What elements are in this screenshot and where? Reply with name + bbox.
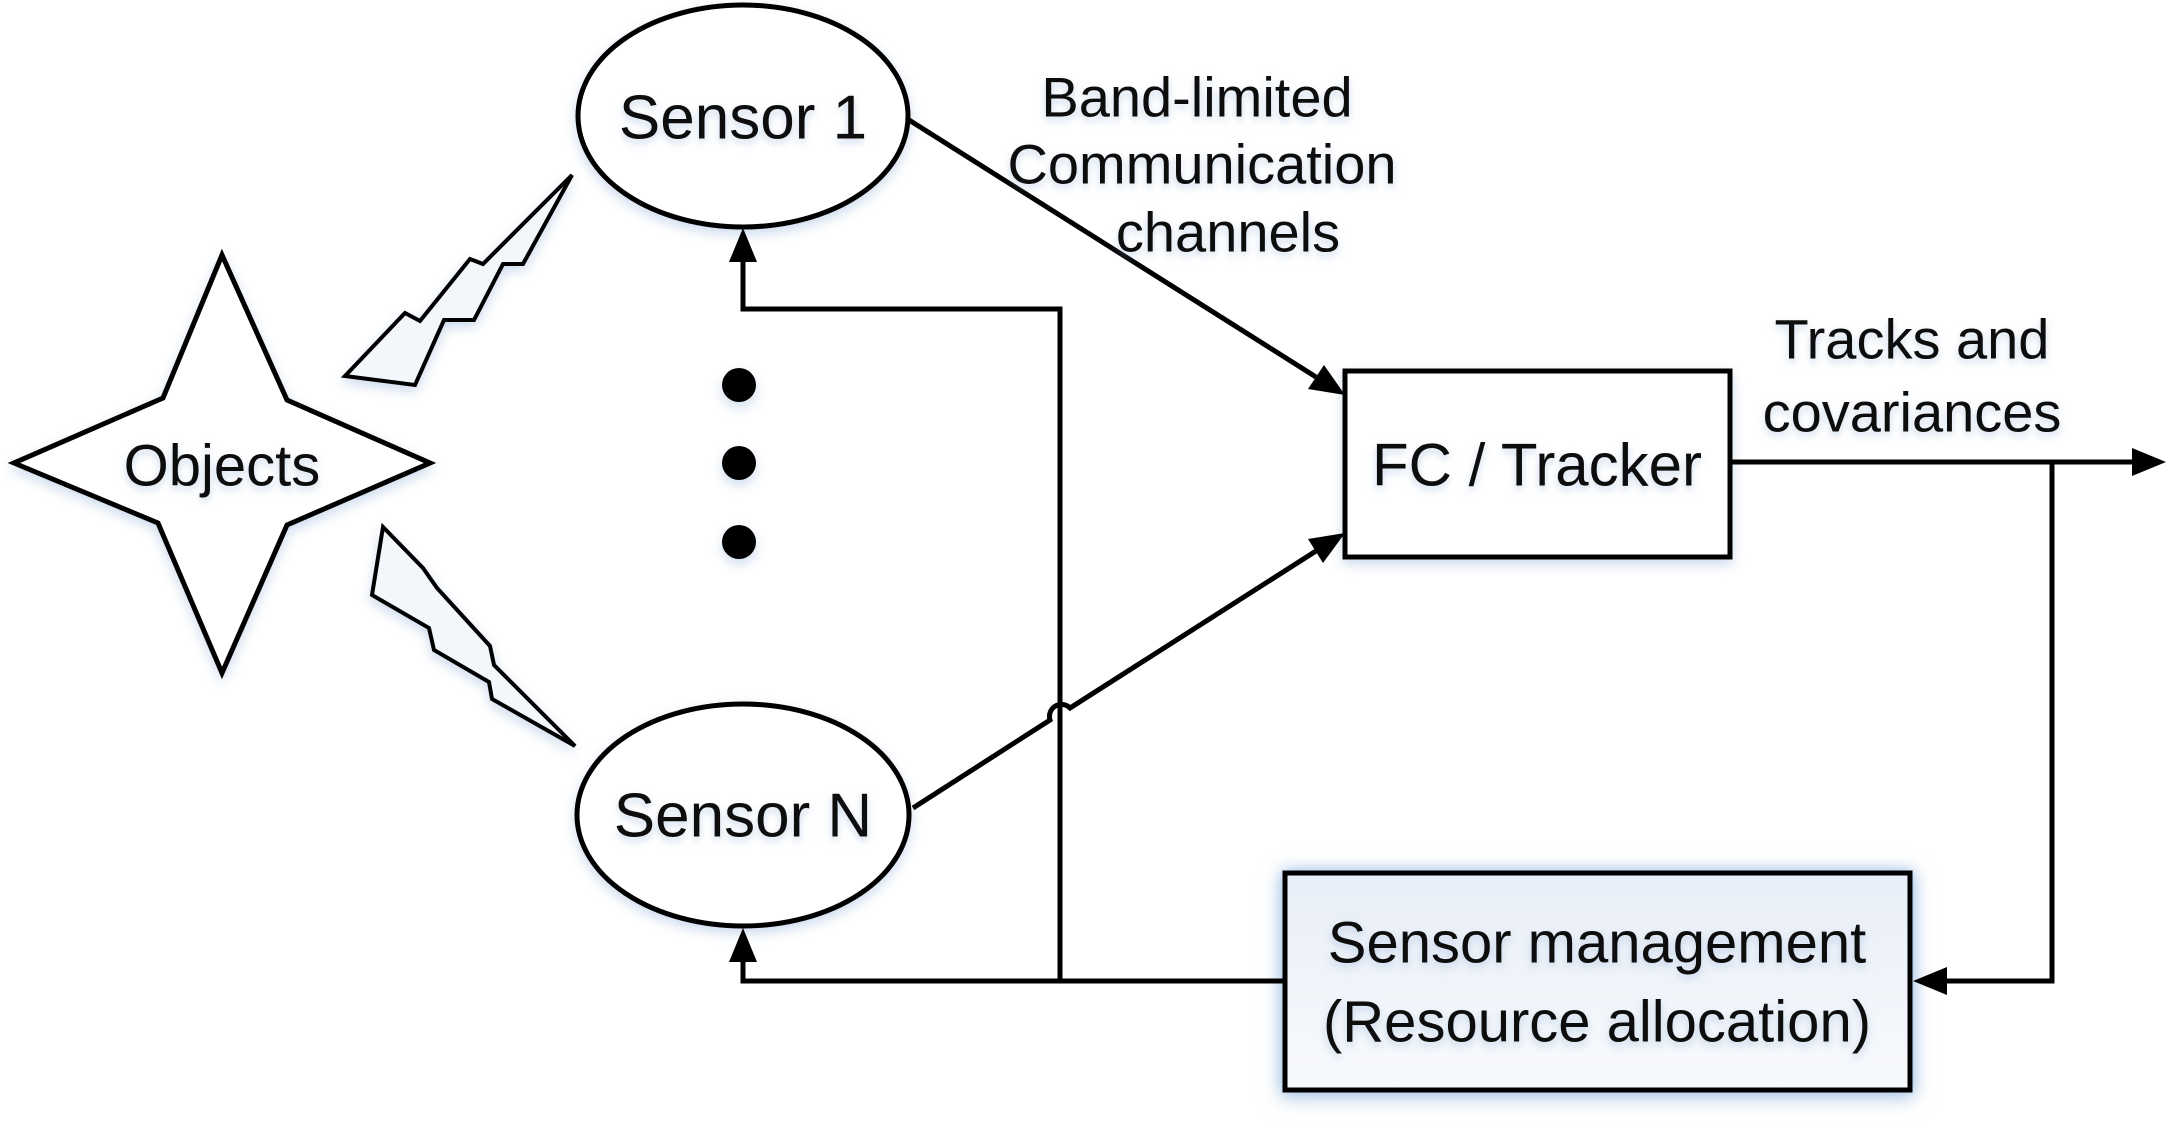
ellipsis-dot-2: [722, 446, 756, 480]
band-limited-label-line2: Communication: [1007, 133, 1396, 196]
lightning-bolt-bottom-icon: [369, 522, 577, 748]
sensor-management-label-line1: Sensor management: [1328, 911, 1866, 976]
sensorN-label: Sensor N: [614, 782, 872, 851]
arrowhead-fc-output: [2132, 448, 2166, 476]
edge-sensorN-to-fc: [911, 548, 1318, 811]
lightning-bolt-top-icon: [340, 173, 574, 388]
edge-sensor1-to-fc: [907, 117, 1318, 380]
tracks-covariances-label-line1: Tracks and: [1775, 308, 2050, 371]
band-limited-label-line1: Band-limited: [1041, 66, 1352, 129]
objects-label: Objects: [124, 434, 321, 499]
sensor1-ellipse: [575, 2, 911, 230]
edge-output-to-management: [1947, 462, 2055, 984]
edge-management-to-sensor1: [740, 260, 1063, 981]
fc-tracker-label: FC / Tracker: [1372, 432, 1702, 499]
sensor-management-label-line2: (Resource allocation): [1323, 990, 1871, 1055]
tracks-covariances-label-line2: covariances: [1763, 381, 2062, 444]
ellipsis-dots: [722, 368, 756, 559]
arrowhead-sensorN-to-fc: [1308, 533, 1345, 563]
arrowhead-into-sensorN: [729, 928, 757, 962]
ellipsis-dot-1: [722, 368, 756, 402]
sensor1-label: Sensor 1: [619, 84, 867, 153]
sensorN-ellipse: [574, 701, 912, 929]
objects-star: [7, 248, 437, 680]
sensor-management-box: [1282, 870, 1913, 1093]
arrowhead-sensor1-to-fc: [1308, 365, 1345, 395]
arrowhead-into-management: [1913, 967, 1947, 995]
edge-management-to-sensorN: [740, 960, 1285, 984]
fc-tracker-box: [1342, 368, 1733, 560]
arrowhead-into-sensor1: [729, 228, 757, 262]
band-limited-label-line3: channels: [1116, 201, 1340, 264]
ellipsis-dot-3: [722, 525, 756, 559]
